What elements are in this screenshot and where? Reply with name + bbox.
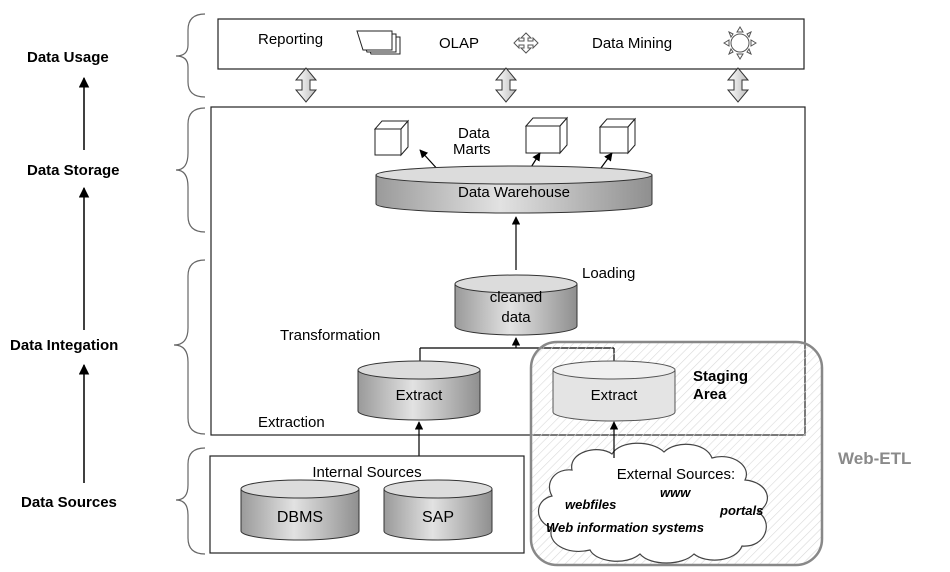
sap-label: SAP — [422, 509, 454, 526]
reporting-label: Reporting — [258, 31, 323, 48]
extract-staging-label: Extract — [591, 387, 639, 404]
data-mining-label: Data Mining — [592, 35, 672, 52]
web-etl-label: Web-ETL — [838, 449, 911, 468]
double-arrow-olap — [494, 67, 518, 103]
sap-cylinder — [383, 479, 493, 541]
layer-label-usage: Data Usage — [27, 49, 109, 66]
data-warehouse-label: Data Warehouse — [458, 184, 570, 201]
loading-label: Loading — [582, 265, 635, 282]
layer-braces — [173, 13, 206, 555]
brace-storage — [175, 107, 206, 233]
data-warehouse-cylinder — [375, 165, 653, 214]
brace-sources — [175, 447, 206, 555]
staging-area-label-line2: Area — [693, 386, 727, 403]
double-arrow-mining — [726, 67, 750, 103]
webfiles-label: webfiles — [565, 497, 616, 512]
data-marts-label-line1: Data — [458, 125, 490, 142]
external-sources-cloud — [537, 442, 769, 564]
data-usage-box — [217, 18, 805, 70]
cleaned-data-label-line1: cleaned — [490, 289, 543, 306]
extract-staging-cylinder — [552, 360, 676, 422]
data-mining-sun-icon — [723, 26, 757, 60]
dbms-cylinder — [240, 479, 360, 541]
brace-usage — [175, 13, 206, 98]
layer-label-sources: Data Sources — [21, 494, 117, 511]
transformation-label: Transformation — [280, 327, 380, 344]
layer-label-storage: Data Storage — [27, 162, 120, 179]
portals-label: portals — [719, 503, 763, 518]
layer-label-integration: Data Integation — [10, 337, 118, 354]
data-mart-cube-3 — [598, 117, 637, 155]
cleaned-data-cylinder — [454, 274, 578, 336]
data-mart-cube-1 — [373, 119, 410, 157]
dbms-label: DBMS — [277, 509, 323, 526]
olap-label: OLAP — [439, 35, 479, 52]
reporting-icon — [356, 30, 401, 55]
data-marts-label-line2: Marts — [453, 141, 491, 158]
external-sources-title: External Sources: — [617, 466, 735, 483]
extraction-label: Extraction — [258, 414, 325, 431]
double-arrow-reporting — [294, 67, 318, 103]
brace-integration — [173, 259, 206, 435]
data-mart-cube-2 — [524, 116, 569, 155]
web-information-systems-label: Web information systems — [546, 520, 704, 535]
cleaned-data-label-line2: data — [501, 309, 531, 326]
staging-area-label-line1: Staging — [693, 368, 748, 385]
extract-internal-cylinder — [357, 360, 481, 421]
olap-icon — [513, 32, 539, 54]
internal-sources-title: Internal Sources — [312, 464, 421, 481]
extract-internal-label: Extract — [396, 387, 444, 404]
www-label: www — [660, 485, 691, 500]
